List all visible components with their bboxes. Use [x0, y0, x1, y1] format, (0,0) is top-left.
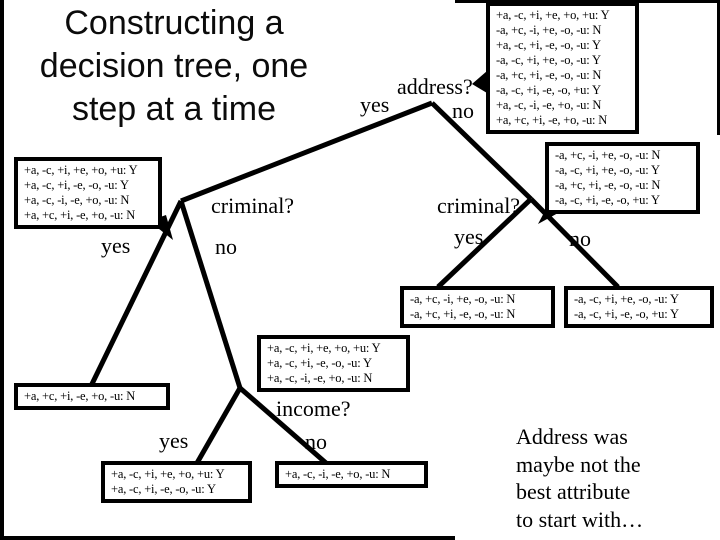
- frame-edge-left: [0, 0, 4, 540]
- edge-income-yes: [194, 386, 243, 465]
- branch-criminal-right-no-label: no: [569, 226, 591, 251]
- edge-criminal-left-no: [178, 200, 243, 389]
- example-row: -a, +c, +i, -e, -o, -u: N: [496, 68, 602, 82]
- branch-income-yes-label: yes: [159, 428, 189, 453]
- note-line-3: best attribute: [516, 479, 631, 504]
- databox-criminal-right-yes: -a, +c, -i, +e, -o, -u: N -a, +c, +i, -e…: [400, 286, 555, 328]
- example-row: -a, -c, +i, -e, -o, +u: Y: [555, 193, 660, 207]
- title-line-3: step at a time: [71, 90, 277, 128]
- node-income-question: income?: [276, 396, 351, 421]
- example-row: +a, -c, -i, -e, +o, -u: N: [285, 467, 391, 481]
- databox-income-no: +a, -c, -i, -e, +o, -u: N: [275, 461, 428, 488]
- example-row: -a, -c, +i, +e, -o, -u: Y: [574, 292, 679, 306]
- branch-address-no-label: no: [452, 98, 474, 123]
- frame-edge-bottom: [0, 536, 455, 540]
- example-row: -a, -c, +i, -e, -o, +u: Y: [496, 83, 601, 97]
- note-line-1: Address was: [516, 424, 628, 449]
- frame-edge-top: [455, 0, 720, 3]
- example-row: -a, +c, +i, -e, -o, -u: N: [410, 307, 516, 321]
- example-row: -a, +c, +i, -e, -o, -u: N: [555, 178, 661, 192]
- databox-address-no: -a, +c, -i, +e, -o, -u: N -a, -c, +i, +e…: [545, 142, 700, 214]
- databox-root-examples: +a, -c, +i, +e, +o, +u: Y -a, +c, -i, +e…: [486, 2, 639, 134]
- edge-address-yes: [180, 100, 433, 204]
- example-row: +a, -c, +i, -e, -o, -u: Y: [267, 356, 372, 370]
- example-row: +a, -c, +i, +e, +o, +u: Y: [111, 467, 225, 481]
- databox-criminal-right-no: -a, -c, +i, +e, -o, -u: Y -a, -c, +i, -e…: [564, 286, 714, 328]
- example-row: -a, +c, -i, +e, -o, -u: N: [496, 23, 602, 37]
- edge-income-no: [238, 386, 328, 465]
- title-line-2: decision tree, one: [39, 47, 309, 85]
- example-row: -a, -c, +i, -e, -o, +u: Y: [574, 307, 679, 321]
- edge-address-no: [430, 101, 533, 201]
- example-row: -a, -c, +i, +e, -o, -u: Y: [555, 163, 660, 177]
- note-line-4: to start with…: [516, 506, 644, 532]
- example-row: +a, +c, +i, -e, +o, -u: N: [24, 389, 136, 403]
- example-row: -a, +c, -i, +e, -o, -u: N: [410, 292, 516, 306]
- branch-address-yes-label: yes: [360, 92, 390, 117]
- example-row: +a, +c, +i, -e, +o, -u: N: [24, 208, 136, 222]
- branch-income-no-label: no: [305, 429, 327, 454]
- branch-criminal-left-yes-label: yes: [101, 233, 131, 258]
- title-line-1: Constructing a: [64, 4, 284, 42]
- callout-tail-root-box: [472, 71, 487, 93]
- example-row: +a, -c, -i, -e, +o, -u: N: [24, 193, 130, 207]
- frame-edge-right: [717, 0, 720, 135]
- example-row: +a, -c, +i, -e, -o, -u: Y: [496, 38, 601, 52]
- node-criminal-left-question: criminal?: [211, 193, 295, 218]
- example-row: +a, -c, +i, +e, +o, +u: Y: [267, 341, 381, 355]
- note-text: Address was maybe not the best attribute…: [516, 423, 643, 533]
- note-line-2: maybe not the: [516, 451, 641, 477]
- node-criminal-right-question: criminal?: [437, 193, 521, 218]
- example-row: -a, -c, +i, +e, -o, -u: Y: [496, 53, 601, 67]
- example-row: +a, -c, +i, +e, +o, +u: Y: [24, 163, 138, 177]
- example-row: +a, -c, +i, -e, -o, -u: Y: [24, 178, 129, 192]
- databox-address-yes: +a, -c, +i, +e, +o, +u: Y +a, -c, +i, -e…: [14, 157, 162, 229]
- example-row: +a, -c, +i, -e, -o, -u: Y: [111, 482, 216, 496]
- branch-criminal-left-no-label: no: [215, 234, 237, 259]
- databox-income-examples: +a, -c, +i, +e, +o, +u: Y +a, -c, +i, -e…: [257, 335, 410, 392]
- example-row: +a, +c, +i, -e, +o, -u: N: [496, 113, 608, 127]
- example-row: +a, -c, -i, -e, +o, -u: N: [496, 98, 602, 112]
- page-title: Constructing a decision tree, one step a…: [0, 2, 348, 131]
- example-row: -a, +c, -i, +e, -o, -u: N: [555, 148, 661, 162]
- branch-criminal-right-yes-label: yes: [454, 224, 484, 249]
- node-address-question: address?: [397, 74, 473, 99]
- edge-criminal-right-yes: [436, 197, 533, 289]
- example-row: +a, -c, -i, -e, +o, -u: N: [267, 371, 373, 385]
- databox-income-yes: +a, -c, +i, +e, +o, +u: Y +a, -c, +i, -e…: [101, 461, 252, 503]
- databox-criminal-left-yes: +a, +c, +i, -e, +o, -u: N: [14, 383, 170, 410]
- example-row: +a, -c, +i, +e, +o, +u: Y: [496, 8, 610, 22]
